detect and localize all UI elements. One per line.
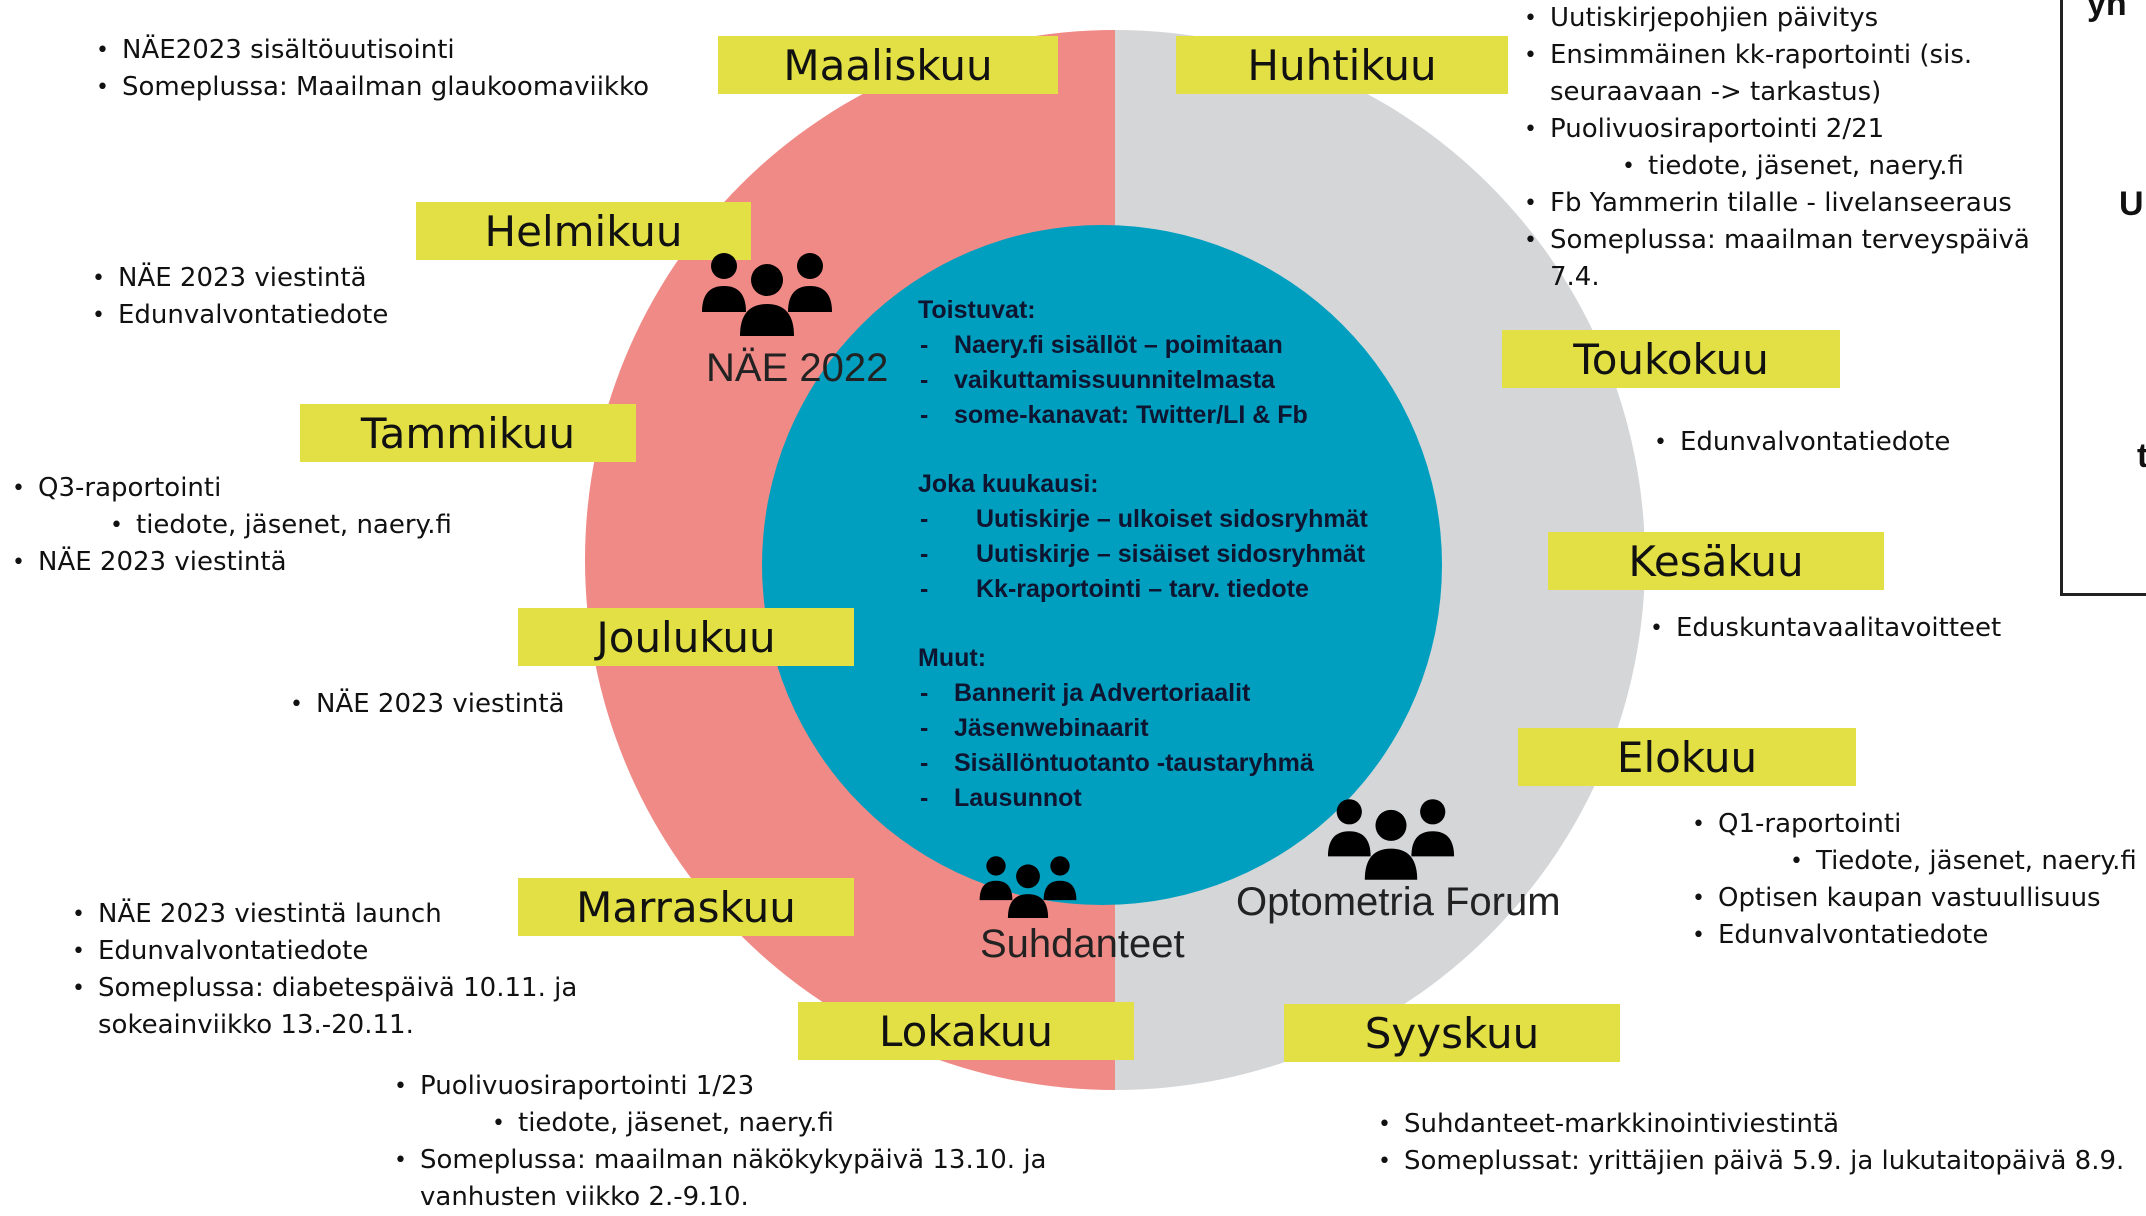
note-item: vanhusten viikko 2.-9.10. — [420, 1182, 749, 1212]
monthly-item: Kk-raportointi – tarv. tiedote — [918, 572, 1418, 607]
note-item: Q1-raportointi — [1692, 806, 2137, 843]
note-item: NÄE 2023 viestintä — [290, 686, 565, 723]
recurring-item: vaikuttamissuunnitelmasta — [918, 363, 1418, 398]
month-label-maaliskuu: Maaliskuu — [718, 36, 1058, 94]
recurring-list: Naery.fi sisällöt – poimitaan vaikuttami… — [918, 328, 1418, 433]
note-item: 7.4. — [1550, 262, 1600, 292]
recurring-heading: Toistuvat: — [918, 296, 1036, 324]
month-label-toukokuu: Toukokuu — [1502, 330, 1840, 388]
other-item: Lausunnot — [918, 781, 1418, 816]
note-item: Edunvalvontatiedote — [92, 297, 388, 334]
notes-toukokuu: Edunvalvontatiedote — [1654, 424, 1950, 461]
other-item: Bannerit ja Advertoriaalit — [918, 676, 1418, 711]
other-item: Jäsenwebinaarit — [918, 711, 1418, 746]
other-item: Sisällöntuotanto -taustaryhmä — [918, 746, 1418, 781]
notes-joulukuu: NÄE 2023 viestintä — [290, 686, 565, 723]
recurring-item: some-kanavat: Twitter/LI & Fb — [918, 398, 1418, 433]
note-item: Suhdanteet-markkinointiviestintä — [1378, 1106, 2124, 1143]
recurring-item: Naery.fi sisällöt – poimitaan — [918, 328, 1418, 363]
notes-kesakuu: Eduskuntavaalitavoitteet — [1650, 610, 2001, 647]
note-item: NÄE2023 sisältöuutisointi — [96, 32, 649, 69]
note-item: Edunvalvontatiedote — [1654, 424, 1950, 461]
note-item: Optisen kaupan vastuullisuus — [1692, 880, 2137, 917]
month-label-tammikuu: Tammikuu — [300, 404, 636, 462]
notes-marraskuu: NÄE 2023 viestintä launch Edunvalvontati… — [72, 896, 577, 1044]
note-item: Puolivuosiraportointi 1/23 — [394, 1068, 1046, 1105]
note-subitem: tiedote, jäsenet, naery.fi — [394, 1105, 1046, 1142]
note-item: Edunvalvontatiedote — [1692, 917, 2137, 954]
notes-huhtikuu: Uutiskirjepohjien päivitys Ensimmäinen k… — [1524, 0, 2030, 296]
note-item: seuraavaan -> tarkastus) — [1550, 77, 1882, 107]
note-item: Ensimmäinen kk-raportointi (sis. — [1524, 37, 2030, 74]
note-subitem: tiedote, jäsenet, naery.fi — [1524, 148, 2030, 185]
monthly-item: Uutiskirje – sisäiset sidosryhmät — [918, 537, 1418, 572]
note-item: Puolivuosiraportointi 2/21 — [1524, 111, 2030, 148]
notes-elokuu: Q1-raportointi Tiedote, jäsenet, naery.f… — [1692, 806, 2137, 954]
notes-helmikuu: NÄE 2023 viestintä Edunvalvontatiedote — [92, 260, 388, 334]
notes-tammikuu: Q3-raportointi tiedote, jäsenet, naery.f… — [12, 470, 452, 581]
note-item: Uutiskirjepohjien päivitys — [1524, 0, 2030, 37]
notes-lokakuu: Puolivuosiraportointi 1/23 tiedote, jäse… — [394, 1068, 1046, 1216]
month-label-helmikuu: Helmikuu — [416, 202, 751, 260]
note-item: sokeainviikko 13.-20.11. — [98, 1010, 414, 1040]
note-item: NÄE 2023 viestintä launch — [72, 896, 577, 933]
side-panel-fragment-1: yh — [2087, 0, 2127, 23]
month-label-syyskuu: Syyskuu — [1284, 1004, 1620, 1062]
note-item: Someplussa: maailman näkökykypäivä 13.10… — [394, 1142, 1046, 1179]
note-item: NÄE 2023 viestintä — [92, 260, 388, 297]
people-group-icon — [702, 253, 832, 336]
note-subitem: tiedote, jäsenet, naery.fi — [12, 507, 452, 544]
note-item: Fb Yammerin tilalle - livelanseeraus — [1524, 185, 2030, 222]
note-item: Eduskuntavaalitavoitteet — [1650, 610, 2001, 647]
group-label-suhdanteet: Suhdanteet — [980, 922, 1185, 966]
monthly-item: Uutiskirje – ulkoiset sidosryhmät — [918, 502, 1418, 537]
note-item: Q3-raportointi — [12, 470, 452, 507]
people-group-icon — [979, 856, 1077, 918]
month-label-elokuu: Elokuu — [1518, 728, 1856, 786]
side-panel: yh U t — [2060, 0, 2146, 596]
other-list: Bannerit ja Advertoriaalit Jäsenwebinaar… — [918, 676, 1418, 816]
center-text: Toistuvat: Naery.fi sisällöt – poimitaan… — [918, 293, 1418, 850]
notes-syyskuu: Suhdanteet-markkinointiviestintä Someplu… — [1378, 1106, 2124, 1180]
side-panel-fragment-3: t — [2137, 437, 2146, 475]
note-subitem: Tiedote, jäsenet, naery.fi — [1692, 843, 2137, 880]
monthly-list: Uutiskirje – ulkoiset sidosryhmät Uutisk… — [918, 502, 1418, 607]
month-label-lokakuu: Lokakuu — [798, 1002, 1134, 1060]
monthly-heading: Joka kuukausi: — [918, 470, 1099, 498]
note-item: Someplussa: Maailman glaukoomaviikko — [96, 69, 649, 106]
other-heading: Muut: — [918, 644, 987, 672]
note-item: Someplussa: maailman terveyspäivä — [1524, 222, 2030, 259]
note-item: Someplussat: yrittäjien päivä 5.9. ja lu… — [1378, 1143, 2124, 1180]
group-label-nae2022: NÄE 2022 — [706, 346, 889, 390]
month-label-kesakuu: Kesäkuu — [1548, 532, 1884, 590]
note-item: Edunvalvontatiedote — [72, 933, 577, 970]
note-item: Someplussa: diabetespäivä 10.11. ja — [72, 970, 577, 1007]
month-label-joulukuu: Joulukuu — [518, 608, 854, 666]
side-panel-fragment-2: U — [2119, 185, 2144, 223]
notes-maaliskuu: NÄE2023 sisältöuutisointi Someplussa: Ma… — [96, 32, 649, 106]
month-label-huhtikuu: Huhtikuu — [1176, 36, 1508, 94]
group-label-optometria-forum: Optometria Forum — [1236, 880, 1561, 924]
people-group-icon — [1327, 799, 1455, 880]
note-item: NÄE 2023 viestintä — [12, 544, 452, 581]
